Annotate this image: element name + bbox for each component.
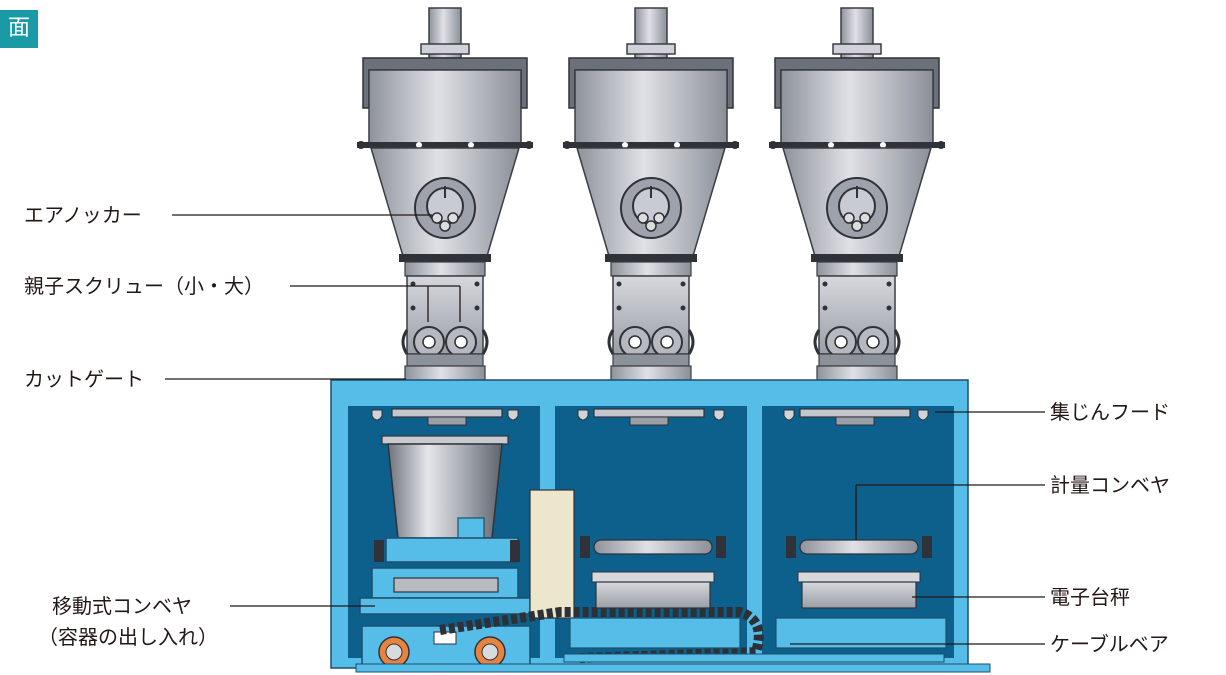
label-screws: 親子スクリュー（小・大） <box>24 274 264 298</box>
leader-lines <box>165 214 1045 645</box>
hopper-unit-2 <box>561 6 741 394</box>
label-weigh-conveyor: 計量コンベヤ <box>1050 473 1170 497</box>
weigh-conveyor-2 <box>569 536 741 649</box>
weigh-conveyor-3 <box>775 536 947 649</box>
label-cut-gate: カットゲート <box>24 367 144 391</box>
label-mobile-conveyor: 移動式コンベヤ <box>52 594 192 618</box>
label-scale: 電子台秤 <box>1050 585 1130 609</box>
compartment-3 <box>762 406 954 658</box>
hopper-unit-1 <box>355 6 535 394</box>
container-bucket <box>387 443 503 539</box>
hopper-unit-3 <box>767 6 947 394</box>
label-mobile-conveyor-note: （容器の出し入れ） <box>38 625 218 649</box>
section-tag: 面 <box>0 10 38 48</box>
cable-bear-chain <box>439 607 764 663</box>
label-dust-hood: 集じんフード <box>1050 400 1170 424</box>
label-air-knocker: エアノッカー <box>24 203 142 227</box>
label-cable-bear: ケーブルベア <box>1050 632 1169 656</box>
